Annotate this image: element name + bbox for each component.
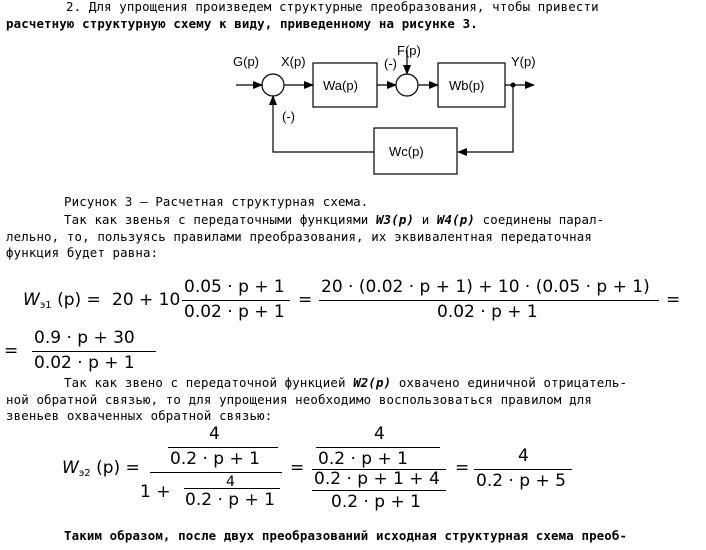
eq2-eq2: =	[290, 458, 305, 478]
eq2-mid-den-top: 0.2 · p + 1	[318, 449, 408, 469]
para3-line1: Так как звено с передаточной функцией W2…	[64, 375, 628, 390]
neg2-label: (-)	[384, 56, 397, 71]
eq2-mid-main-line	[312, 469, 446, 471]
eq1-den1: 0.02 · p + 1	[184, 302, 285, 322]
para2-line3: функция будет равна:	[6, 245, 159, 260]
block-wc-label: Wc(p)	[389, 144, 424, 159]
eq1-frac2-line	[319, 300, 659, 302]
eq1-const: 20 + 10	[112, 290, 181, 310]
para1-line1: 2. Для упрощения произведем структурные …	[66, 0, 599, 14]
input-label: G(p)	[233, 54, 259, 69]
eq2-inner-den: 0.2 · p + 1	[185, 490, 275, 510]
summer-1	[261, 73, 285, 97]
w2-ref: W2(p)	[353, 375, 392, 390]
eq1-num2: 20 · (0.02 · p + 1) + 10 · (0.05 · p + 1…	[321, 277, 650, 297]
figure-caption: Рисунок 3 – Расчетная структурная схема.	[64, 194, 369, 209]
summer-2	[395, 73, 419, 97]
eq1-frac3-line	[32, 351, 156, 353]
feedback-return	[269, 95, 374, 153]
eq2-mid-num2: 0.2 · p + 1 + 4	[314, 469, 440, 489]
eq2-inner-num: 4	[226, 474, 235, 490]
w4-ref: W4(p)	[436, 212, 475, 227]
eq2-lhs: Wэ2 (p) =	[62, 458, 140, 479]
eq2-res-line	[474, 469, 572, 471]
block-wb-label: Wb(p)	[449, 78, 484, 93]
block-wa-label: Wa(p)	[323, 78, 358, 93]
eq2-mid-num: 4	[374, 424, 385, 444]
eq1-den3: 0.02 · p + 1	[34, 353, 135, 373]
eq2-res-num: 4	[518, 446, 529, 466]
para2-line2: лельно, то, пользуясь правилами преобраз…	[6, 229, 592, 244]
eq1-num3: 0.9 · p + 30	[34, 328, 135, 348]
para3-line2: ной обратной связью, то для упрощения не…	[6, 392, 592, 407]
eq1-eq2: =	[298, 290, 313, 310]
block-diagram: G(p) X(p) Y(p) F(p) (-) (-) Wa(p) Wb(p) …	[233, 43, 536, 175]
eq1-eq3: =	[666, 290, 681, 310]
eq2-eq3: =	[455, 458, 470, 478]
para2-line1: Так как звенья с передаточными функциями…	[64, 212, 605, 227]
para1-line2: расчетную структурную схему к виду, прив…	[6, 16, 478, 31]
eq1-frac1-line	[182, 300, 290, 302]
eq1-num1: 0.05 · p + 1	[184, 277, 285, 297]
feedback-down	[457, 85, 514, 156]
eq2-res-den: 0.2 · p + 5	[476, 471, 566, 491]
eq2-top-den: 0.2 · p + 1	[170, 449, 260, 469]
x-label: X(p)	[281, 54, 306, 69]
disturbance-label: F(p)	[397, 43, 421, 58]
para4-line1: Таким образом, после двух преобразований…	[64, 528, 628, 543]
eq2-mid-inner-line	[312, 490, 446, 492]
eq2-one-plus: 1 +	[140, 482, 171, 502]
eq2-top-line	[168, 447, 278, 449]
neg1-label: (-)	[282, 109, 295, 124]
eq2-main-line	[150, 472, 282, 474]
eq1-den2: 0.02 · p + 1	[437, 302, 538, 322]
eq2-mid-top-line	[316, 447, 440, 449]
eq2-inner-line	[184, 488, 280, 490]
eq1-eq4: =	[4, 341, 19, 361]
block-wc-rect	[373, 127, 458, 175]
w3-ref: W3(p)	[376, 212, 415, 227]
output-label: Y(p)	[511, 54, 536, 69]
para3-line3: звеньев охваченных обратной связью:	[6, 408, 273, 423]
eq1-lhs: Wэ1 (p) =	[23, 290, 101, 311]
eq2-mid-den2: 0.2 · p + 1	[331, 492, 421, 512]
eq2-top-num: 4	[209, 424, 220, 444]
